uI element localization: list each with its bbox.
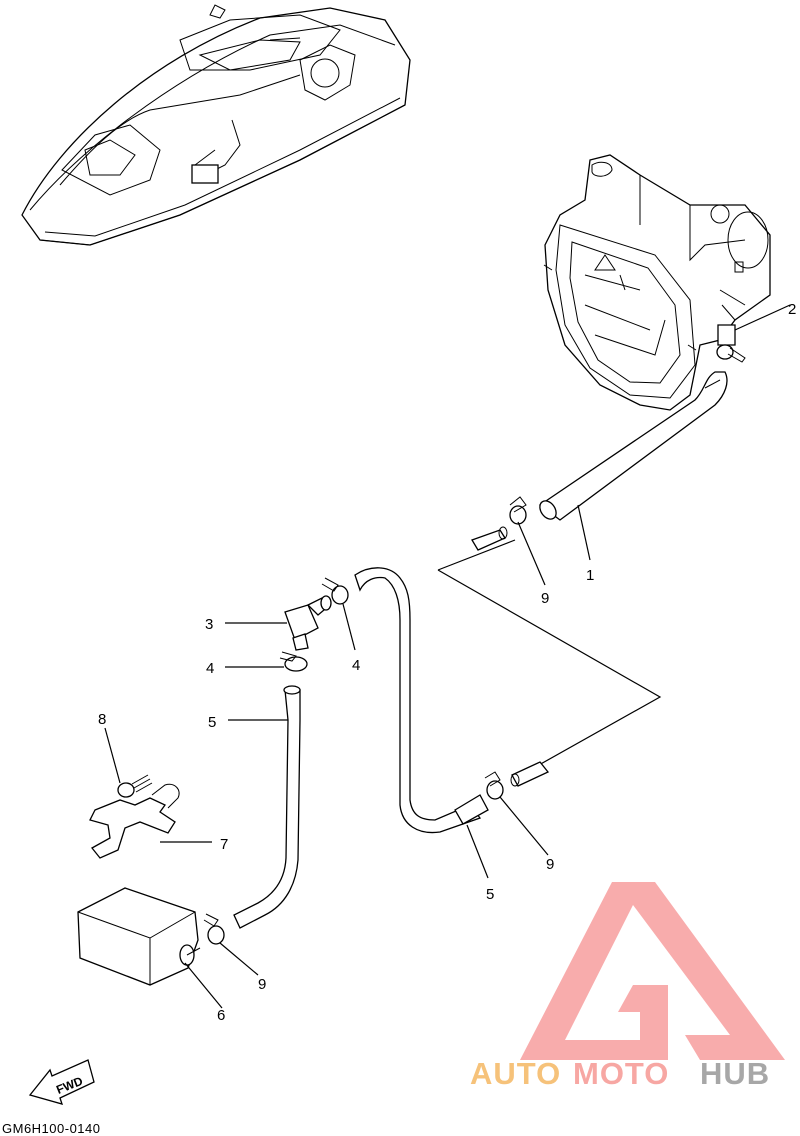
clamp-9-right — [484, 771, 504, 800]
callout-1: 1 — [586, 567, 594, 584]
callout-leader-lines — [104, 304, 791, 1009]
bracket-7 — [89, 783, 180, 859]
clamp-9-upper — [509, 496, 527, 525]
callout-4-lower: 4 — [206, 660, 214, 677]
elbow-fitting-3 — [284, 595, 332, 651]
callout-2: 2 — [788, 301, 796, 318]
watermark-moto: MOTO — [573, 1056, 669, 1091]
callout-7: 7 — [220, 836, 228, 853]
fitting-right — [510, 761, 550, 787]
watermark-auto: AUTO — [470, 1056, 561, 1091]
hose-5-right — [354, 567, 489, 834]
clamp-4-upper — [321, 577, 349, 605]
callout-9-right: 9 — [546, 856, 554, 873]
fitting-upper — [471, 526, 508, 551]
box-6 — [77, 887, 201, 986]
watercraft-overview-illustration — [21, 4, 411, 246]
callout-5-left: 5 — [208, 714, 216, 731]
callout-4-upper: 4 — [352, 657, 360, 674]
watermark-wordmark: AUTO MOTO HUB — [470, 1056, 770, 1091]
reference-code: GM6H100-0140 — [2, 1121, 101, 1136]
connection-leader-lines — [437, 539, 662, 771]
jet-pump-housing-illustration — [543, 154, 771, 411]
watermark-hub: HUB — [700, 1056, 770, 1091]
bolt-8 — [117, 774, 153, 798]
callout-9-lower: 9 — [258, 976, 266, 993]
callout-6: 6 — [217, 1007, 225, 1024]
watermark-logo — [520, 882, 785, 1060]
clamp-4-lower — [279, 651, 308, 672]
clamp-2 — [716, 344, 746, 363]
callout-labels: 1 2 3 4 4 5 5 6 7 8 9 9 9 — [98, 301, 796, 1024]
hose-5-left — [233, 685, 301, 929]
callout-8: 8 — [98, 711, 106, 728]
callout-9-upper: 9 — [541, 590, 549, 607]
fwd-arrow: FWD — [28, 1059, 95, 1105]
clamp-9-lower — [203, 913, 225, 945]
callout-5-right: 5 — [486, 886, 494, 903]
callout-3: 3 — [205, 616, 213, 633]
hose-1 — [538, 371, 728, 521]
